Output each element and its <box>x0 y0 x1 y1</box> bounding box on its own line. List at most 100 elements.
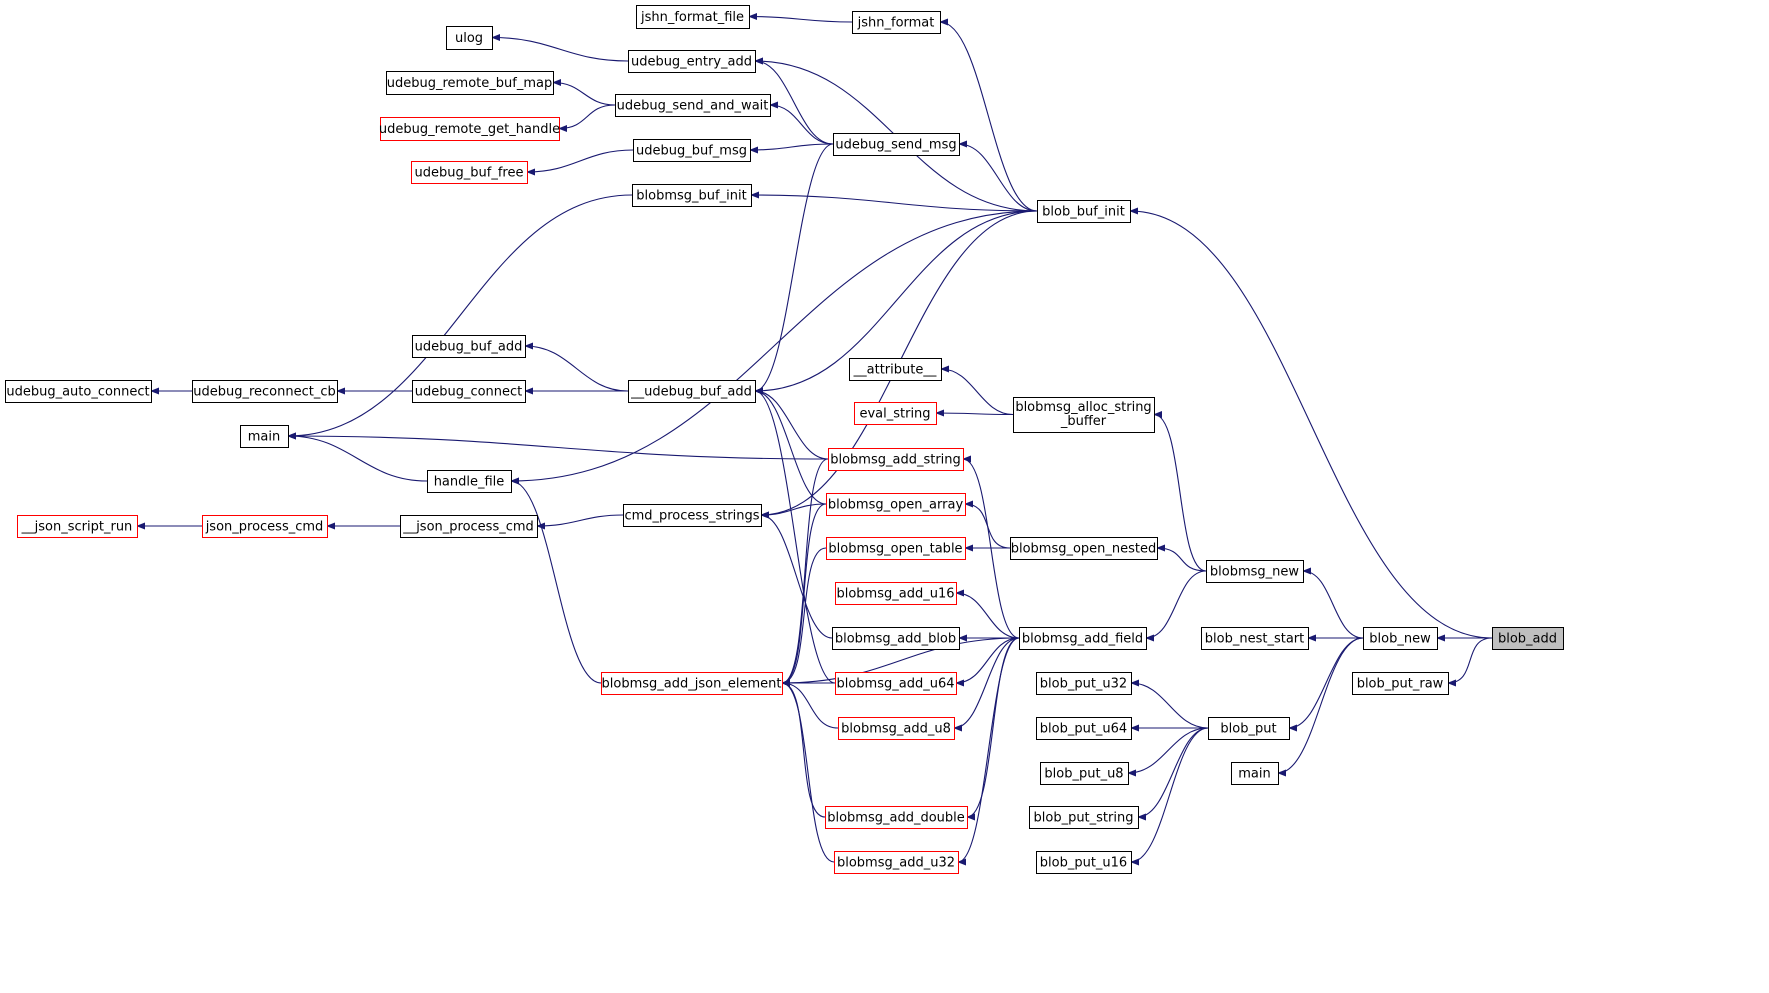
node-udebug-reconnect-cb[interactable]: udebug_reconnect_cb <box>192 380 338 403</box>
node-blob-put-u16[interactable]: blob_put_u16 <box>1036 851 1132 874</box>
node-blobmsg-open-array[interactable]: blobmsg_open_array <box>826 493 966 516</box>
node-blobmsg-add-u8[interactable]: blobmsg_add_u8 <box>838 717 955 740</box>
edge-udebug_buf_free-to-udebug_buf_msg <box>526 149 634 176</box>
node-label: blobmsg_open_table <box>828 542 962 557</box>
node-blobmsg-add-string[interactable]: blobmsg_add_string <box>828 448 964 471</box>
node-blobmsg-add-u64[interactable]: blobmsg_add_u64 <box>835 672 957 695</box>
node-box <box>832 627 960 650</box>
node-box <box>628 380 756 403</box>
node---json-process-cmd[interactable]: __json_process_cmd <box>400 515 538 538</box>
node-box <box>1036 851 1132 874</box>
edge-handle_file-to-blobmsg_add_json_element <box>510 477 602 684</box>
node-box <box>835 582 957 605</box>
node-label: udebug_remote_buf_map <box>387 76 552 91</box>
edge-blob_put_u32-to-blob_put <box>1130 679 1209 729</box>
node-label: cmd_process_strings <box>624 509 759 524</box>
node-box <box>838 717 955 740</box>
node-blob-nest-start[interactable]: blob_nest_start <box>1201 627 1309 650</box>
edge-main_left-to-handle_file <box>287 432 428 482</box>
node-label: blobmsg_add_blob <box>835 632 956 647</box>
edge-main_left-to-blobmsg_add_string <box>287 432 829 460</box>
node-ulog[interactable]: ulog <box>446 26 493 50</box>
edge-blobmsg_add_json_element-to-blobmsg_add_double <box>781 679 826 818</box>
edge-handle_file-to-blob_buf_init <box>510 210 1038 485</box>
node-udebug-entry-add[interactable]: udebug_entry_add <box>628 50 756 73</box>
node-udebug-auto-connect[interactable]: udebug_auto_connect <box>5 380 152 403</box>
node-udebug-send-and-wait[interactable]: udebug_send_and_wait <box>615 94 771 117</box>
node-main-left[interactable]: main <box>240 425 289 448</box>
edge-main_right-to-blob_new <box>1277 637 1364 777</box>
node-udebug-buf-add[interactable]: udebug_buf_add <box>412 335 526 358</box>
node-blob-put-u32[interactable]: blob_put_u32 <box>1036 672 1132 695</box>
node-cmd-process-strings[interactable]: cmd_process_strings <box>623 504 762 527</box>
node-udebug-remote-buf-map[interactable]: udebug_remote_buf_map <box>386 71 554 95</box>
node-udebug-buf-free[interactable]: udebug_buf_free <box>411 161 528 184</box>
node-udebug-connect[interactable]: udebug_connect <box>412 380 526 403</box>
edge-blob_put-to-blob_new <box>1288 637 1364 732</box>
node-blob-add[interactable]: blob_add <box>1492 627 1564 650</box>
node-blob-buf-init[interactable]: blob_buf_init <box>1037 200 1131 223</box>
node---json-script-run[interactable]: __json_script_run <box>17 515 138 538</box>
node-box <box>1019 627 1147 650</box>
node-label: blob_put_u64 <box>1040 722 1127 737</box>
edge-__udebug_buf_add-to-blobmsg_add_string <box>754 387 829 460</box>
node-label: json_process_cmd <box>205 520 324 535</box>
node-blob-put-string[interactable]: blob_put_string <box>1029 806 1139 829</box>
node-jshn-format[interactable]: jshn_format <box>852 11 941 34</box>
node-blobmsg-add-json-element[interactable]: blobmsg_add_json_element <box>601 672 783 695</box>
node-main-right[interactable]: main <box>1231 762 1279 785</box>
node-udebug-remote-get-handle[interactable]: udebug_remote_get_handle <box>379 117 560 141</box>
node-label: blobmsg_alloc_string <box>1015 400 1151 415</box>
node-json-process-cmd[interactable]: json_process_cmd <box>202 515 328 538</box>
node-label: blob_put <box>1220 722 1276 737</box>
node-blobmsg-add-u32[interactable]: blobmsg_add_u32 <box>834 851 959 874</box>
node-blobmsg-add-u16[interactable]: blobmsg_add_u16 <box>835 582 957 605</box>
node-label: udebug_send_msg <box>835 138 956 153</box>
node-udebug-buf-msg[interactable]: udebug_buf_msg <box>633 139 751 162</box>
node-handle-file[interactable]: handle_file <box>427 470 512 493</box>
edge-blobmsg_add_json_element-to-blobmsg_add_field <box>781 637 1020 687</box>
node---attribute--[interactable]: __attribute__ <box>849 358 942 381</box>
edge-udebug_remote_get_handle-to-udebug_send_and_wait <box>558 104 616 133</box>
node-box <box>427 470 512 493</box>
node-blobmsg-add-blob[interactable]: blobmsg_add_blob <box>832 627 960 650</box>
node-box <box>446 26 493 50</box>
node-eval-string[interactable]: eval_string <box>854 402 937 425</box>
node-label: __json_script_run <box>21 520 133 535</box>
node-box <box>1036 672 1132 695</box>
node-blob-put-raw[interactable]: blob_put_raw <box>1352 672 1449 695</box>
edge-blobmsg_add_double-to-blobmsg_add_field <box>966 637 1020 821</box>
node-blobmsg-add-double[interactable]: blobmsg_add_double <box>825 806 968 829</box>
node-jshn-format-file[interactable]: jshn_format_file <box>636 5 750 29</box>
edge-__udebug_buf_add-to-blob_buf_init <box>754 210 1038 395</box>
edge-blobmsg_add_u64-to-blobmsg_add_field <box>955 637 1020 687</box>
node-box <box>1492 627 1564 650</box>
node-blob-put-u8[interactable]: blob_put_u8 <box>1040 762 1129 785</box>
node---udebug-buf-add[interactable]: __udebug_buf_add <box>628 380 756 403</box>
node-box <box>412 335 526 358</box>
node-label: blob_put_raw <box>1357 677 1444 692</box>
node-label: blobmsg_add_u16 <box>836 587 954 602</box>
node-label: __json_process_cmd <box>402 520 534 535</box>
node-blobmsg-add-field[interactable]: blobmsg_add_field <box>1019 627 1147 650</box>
edge-__udebug_buf_add-to-blobmsg_open_array <box>754 387 827 505</box>
edge-blob_put_raw-to-blob_add <box>1447 637 1493 687</box>
node-blobmsg-open-nested[interactable]: blobmsg_open_nested <box>1010 537 1158 560</box>
node-label: blobmsg_open_array <box>828 498 964 513</box>
node-label: __udebug_buf_add <box>630 385 752 400</box>
node-blob-new[interactable]: blob_new <box>1363 627 1438 650</box>
node-blobmsg-buf-init[interactable]: blobmsg_buf_init <box>632 184 752 207</box>
edge-eval_string-to-blobmsg_alloc_string_buffer <box>935 409 1014 417</box>
node-blob-put[interactable]: blob_put <box>1208 717 1290 740</box>
node-box <box>411 161 528 184</box>
node-label: __attribute__ <box>853 363 937 378</box>
node-udebug-send-msg[interactable]: udebug_send_msg <box>833 133 960 156</box>
node-blobmsg-alloc-string-buffer[interactable]: blobmsg_alloc_string_buffer <box>1013 397 1155 433</box>
node-blobmsg-new[interactable]: blobmsg_new <box>1206 560 1304 583</box>
node-blob-put-u64[interactable]: blob_put_u64 <box>1036 717 1132 740</box>
node-box <box>623 504 762 527</box>
node-blobmsg-open-table[interactable]: blobmsg_open_table <box>826 537 966 560</box>
node-box <box>202 515 328 538</box>
